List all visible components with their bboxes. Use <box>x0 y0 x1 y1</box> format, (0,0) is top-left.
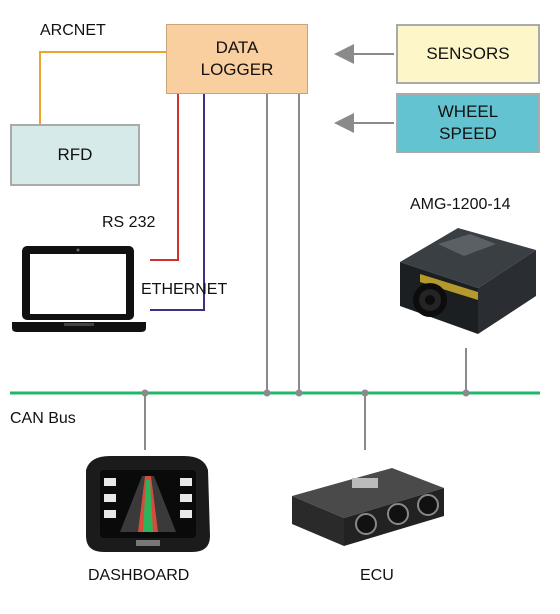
junction-dot <box>463 390 470 397</box>
can-bus-label: CAN Bus <box>10 410 76 428</box>
rs232-line <box>150 94 178 260</box>
amg-device-image <box>400 228 536 334</box>
junction-dot <box>362 390 369 397</box>
ethernet-label: ETHERNET <box>141 281 227 299</box>
arcnet-label: ARCNET <box>40 22 106 40</box>
data-logger-label: DATA LOGGER <box>201 37 274 81</box>
junction-dot <box>296 390 303 397</box>
junction-dot <box>264 390 271 397</box>
sensors-box: SENSORS <box>396 24 540 84</box>
rs232-label: RS 232 <box>102 214 155 232</box>
rfd-box: RFD <box>10 124 140 186</box>
ecu-label: ECU <box>360 567 394 585</box>
arcnet-line <box>40 52 166 124</box>
wheel-speed-label: WHEEL SPEED <box>438 101 498 145</box>
dashboard-label: DASHBOARD <box>88 567 189 585</box>
dashboard-device-image <box>86 456 210 552</box>
laptop-icon <box>12 246 146 332</box>
junction-dot <box>142 390 149 397</box>
amg-label: AMG-1200-14 <box>410 196 511 214</box>
data-logger-box: DATA LOGGER <box>166 24 308 94</box>
wheel-speed-box: WHEEL SPEED <box>396 93 540 153</box>
ecu-device-image <box>292 468 444 546</box>
rfd-label: RFD <box>58 144 93 166</box>
sensors-label: SENSORS <box>426 43 509 65</box>
